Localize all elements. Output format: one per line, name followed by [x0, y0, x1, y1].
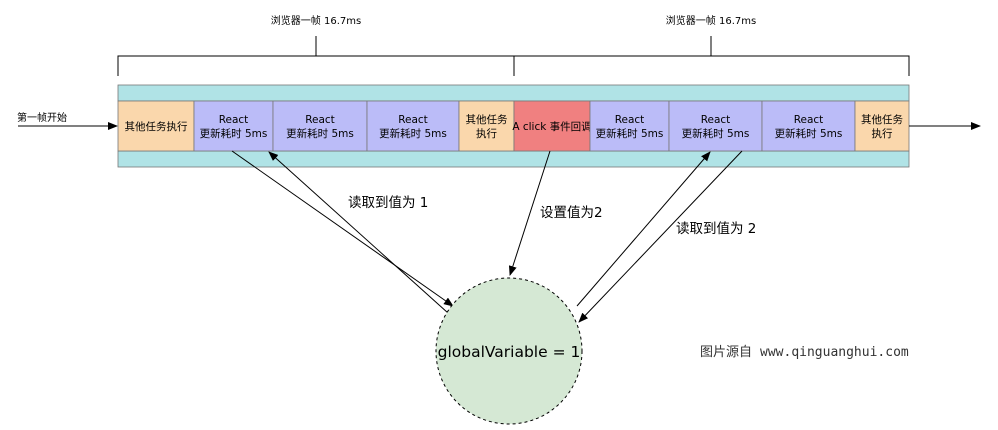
task-block-label: React: [398, 114, 428, 126]
frame-bracket-2: 浏览器一帧 16.7ms: [513, 14, 910, 76]
task-block-label: 更新耗时 5ms: [200, 127, 268, 140]
task-block-label: React: [305, 114, 335, 126]
task-block-label: A click 事件回调: [512, 120, 591, 133]
task-block-rect: [513, 100, 591, 152]
read-arrow-1-up: [268, 151, 449, 314]
source-url: www.qinguanghui.com: [760, 345, 909, 360]
frame-bracket-1: 浏览器一帧 16.7ms: [117, 14, 515, 76]
global-variable-label: globalVariable = 1: [438, 343, 581, 361]
start-label: 第一帧开始: [17, 111, 67, 124]
task-block: 其他任务执行: [117, 100, 195, 152]
task-block-label: React: [701, 114, 731, 126]
task-block-rect: [668, 100, 763, 152]
task-block-label: 更新耗时 5ms: [286, 127, 354, 140]
set-label: 设置值为2: [540, 205, 603, 221]
timeline-band-top: [117, 84, 910, 102]
task-block-rect: [589, 100, 670, 152]
task-block-label: 更新耗时 5ms: [596, 127, 664, 140]
source-prefix: 图片源自: [700, 345, 752, 360]
task-block-label: 执行: [872, 127, 893, 140]
task-block-rect: [117, 100, 195, 152]
image-source-credit: 图片源自 www.qinguanghui.com: [700, 345, 909, 360]
global-variable-circle: [435, 277, 583, 425]
task-block-label: 执行: [476, 127, 497, 140]
task-block: 其他任务执行: [458, 100, 515, 152]
task-block-label: 其他任务: [861, 113, 903, 126]
task-block-rect: [193, 100, 274, 152]
task-block-rect: [366, 100, 460, 152]
task-block: 其他任务执行: [854, 100, 910, 152]
read-label-2: 读取到值为 2: [676, 221, 756, 237]
read-arrow-1-down: [231, 150, 454, 307]
task-block-label: React: [219, 114, 249, 126]
task-block-label: 其他任务: [466, 113, 508, 126]
task-block-label: React: [794, 114, 824, 126]
read-label-1: 读取到值为 1: [348, 195, 428, 211]
task-block-rect: [458, 100, 515, 152]
task-block-rect: [761, 100, 856, 152]
read-arrow-2-up: [576, 151, 711, 307]
task-block: A click 事件回调: [512, 100, 592, 152]
frame-1-label: 浏览器一帧 16.7ms: [271, 14, 361, 27]
task-block-rect: [854, 100, 910, 152]
task-block-label: 其他任务执行: [125, 120, 188, 133]
task-block-label: React: [615, 114, 645, 126]
task-block-label: 更新耗时 5ms: [379, 127, 447, 140]
read-arrow-2-down: [578, 150, 743, 323]
set-arrow: [508, 150, 551, 276]
task-block-label: 更新耗时 5ms: [775, 127, 843, 140]
task-block-label: 更新耗时 5ms: [682, 127, 750, 140]
task-block-rect: [272, 100, 368, 152]
frame-2-label: 浏览器一帧 16.7ms: [666, 14, 756, 27]
timeline-band-bottom: [117, 150, 910, 168]
